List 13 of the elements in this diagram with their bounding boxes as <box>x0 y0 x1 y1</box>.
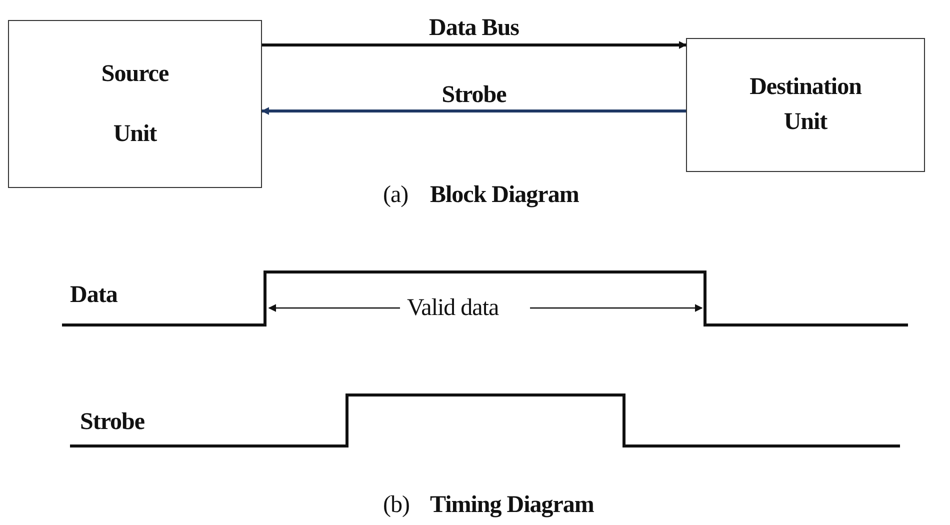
arrow <box>262 41 687 49</box>
unit-box <box>686 38 925 172</box>
caption-letter: (a) <box>383 183 408 207</box>
unit-label: Source Unit <box>100 60 170 149</box>
caption-title: Timing Diagram <box>430 493 594 517</box>
caption-title: Block Diagram <box>430 183 579 207</box>
caption-letter: (b) <box>383 493 410 517</box>
unit-label: Destination Unit <box>748 73 863 137</box>
arrow <box>261 107 686 115</box>
dimension-label: Valid data <box>407 296 499 320</box>
signal-label: Strobe <box>80 410 145 434</box>
signal-label: Data <box>70 283 118 307</box>
unit-box <box>8 20 262 188</box>
